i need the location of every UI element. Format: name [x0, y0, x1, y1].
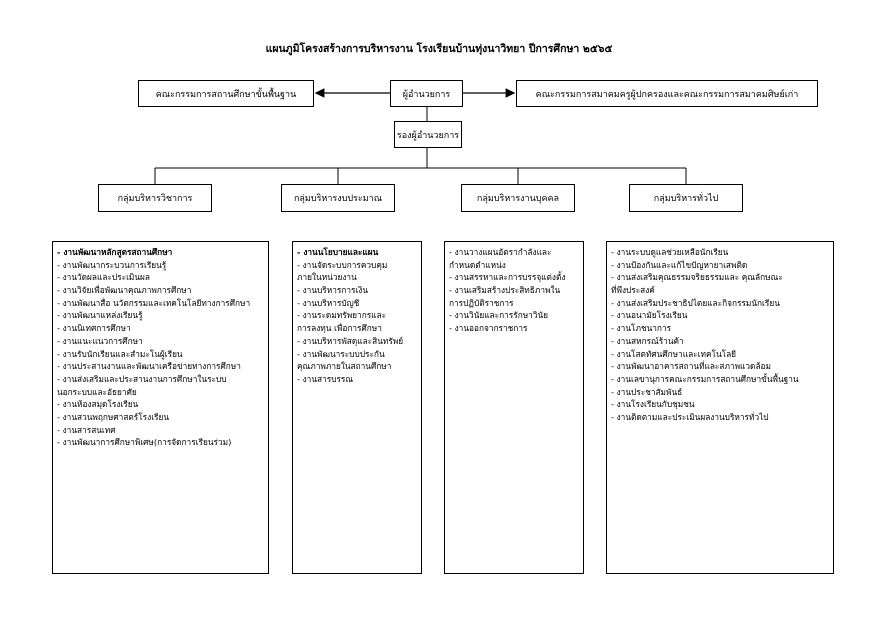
- list-item: - งานเสริมสร้างประสิทธิภาพใน: [449, 285, 561, 296]
- list-item: - งานระดมทรัพยากรและ: [297, 310, 387, 321]
- group-box-academic: กลุ่มบริหารวิชาการ: [98, 184, 212, 212]
- list-item: - งานบริหารการเงิน: [297, 285, 369, 296]
- list-item: - งานสารสนเทศ: [57, 424, 116, 435]
- list-item: - งานบริหารบัญชี: [297, 297, 360, 308]
- list-item: - งานส่งเสริมและประสานงานการศึกษาในระบบ: [57, 373, 227, 384]
- chart-title: แผนภูมิโครงสร้างการบริหารงาน โรงเรียนบ้า…: [265, 43, 613, 55]
- list-item: - งานติดตามและประเมินผลงานบริหารทั่วไป: [611, 411, 769, 422]
- list-item: - งานสารบรรณ: [297, 373, 354, 384]
- list-item: - งานอนามัยโรงเรียน: [611, 310, 688, 321]
- list-item: - งานวางแผนอัตรากำลังและ: [449, 247, 552, 257]
- list-item: - งานพัฒนากระบวนการเรียนรู้: [57, 259, 167, 270]
- list-item: - งานส่งเสริมประชาธิปไตยและกิจกรรมนักเรี…: [611, 297, 780, 308]
- parents-alumni-box: คณะกรรมการสมาคมครูผู้ปกครองและคณะกรรมการ…: [516, 80, 818, 107]
- list-item: - งานพัฒนาการศึกษาพิเศษ(การจัดการเรียนร่…: [57, 437, 232, 448]
- list-item: - งานพัฒนาอาคารสถานที่และสภาพแวดล้อม: [611, 361, 771, 372]
- list-item: - งานรับนักเรียนและสำมะโนผู้เรียน: [57, 348, 183, 359]
- list-item: - งานบริหารพัสดุและสินทรัพย์: [297, 335, 404, 346]
- deputy-box: รองผู้อำนวยการ: [394, 121, 462, 148]
- school-board-label: คณะกรรมการสถานศึกษาขั้นพื้นฐาน: [155, 89, 297, 100]
- list-item: - งานส่งเสริมคุณธรรมจริยธรรมและ คุณลักษณ…: [611, 272, 783, 283]
- list-item: - งานนโยบายและแผน: [297, 247, 379, 257]
- list-item: กำหนดตำแหน่ง: [449, 259, 506, 270]
- group-label: กลุ่มบริหารวิชาการ: [117, 194, 193, 204]
- list-item: - งานออกจากราชการ: [449, 323, 528, 334]
- list-item: - งานโรงเรียนกับชุมชน: [611, 399, 695, 410]
- list-item: - งานนิเทศการศึกษา: [57, 323, 131, 334]
- list-item: - งานป้องกันและแก้ไขปัญหายาเสพติด: [611, 259, 748, 270]
- list-item: - งานประชาสัมพันธ์: [611, 386, 683, 397]
- list-item: - งานวิจัยเพื่อพัฒนาคุณภาพการศึกษา: [57, 285, 192, 296]
- task-list-academic: - งานพัฒนาหลักสูตรสถานศึกษา - งานพัฒนากร…: [52, 241, 269, 574]
- list-item: - งานห้องสมุดโรงเรียน: [57, 399, 139, 410]
- group-label: กลุ่มบริหารทั่วไป: [653, 194, 719, 204]
- list-item: - งานโภชนาการ: [611, 323, 672, 334]
- list-item: - งานโสตทัศนศึกษาและเทคโนโลยี: [611, 348, 737, 359]
- school-board-box: คณะกรรมการสถานศึกษาขั้นพื้นฐาน: [138, 80, 314, 107]
- list-item: - งานแนะแนวการศึกษา: [57, 335, 143, 346]
- list-item: - งานพัฒนาสื่อ นวัตกรรมและเทคโนโลยีทางกา…: [57, 297, 251, 308]
- list-item: - งานพัฒนาหลักสูตรสถานศึกษา: [57, 247, 173, 257]
- list-item: - งานวินัยและการรักษาวินัย: [449, 310, 549, 321]
- group-label: กลุ่มบริหารงานบุคคล: [476, 194, 560, 204]
- list-item: ภายในหน่วยงาน: [297, 272, 357, 283]
- parents-alumni-label: คณะกรรมการสมาคมครูผู้ปกครองและคณะกรรมการ…: [535, 89, 799, 100]
- list-item: นอกระบบและอัธยาศัย: [57, 386, 137, 397]
- list-item: - งานสวนพฤกษศาสตร์โรงเรียน: [57, 411, 170, 422]
- list-item: ที่พึงประสงค์: [611, 285, 655, 296]
- task-list-general: - งานระบบดูแลช่วยเหลือนักเรียน - งานป้อง…: [606, 241, 834, 574]
- list-item: การปฏิบัติราชการ: [449, 297, 514, 308]
- director-box: ผู้อำนวยการ: [390, 80, 463, 107]
- list-item: - งานจัดระบบการควบคุม: [297, 259, 388, 270]
- group-label: กลุ่มบริหารงบประมาณ: [293, 194, 383, 204]
- list-item: - งานเลขานุการคณะกรรมการสถานศึกษาขั้นพื้…: [611, 373, 799, 384]
- list-item: - งานวัดผลและประเมินผล: [57, 272, 150, 283]
- deputy-label: รองผู้อำนวยการ: [396, 130, 460, 141]
- group-box-budget: กลุ่มบริหารงบประมาณ: [281, 184, 395, 212]
- list-item: การลงทุน เพื่อการศึกษา: [297, 323, 382, 334]
- task-list-personnel: - งานวางแผนอัตรากำลังและ กำหนดตำแหน่ง - …: [444, 241, 584, 574]
- group-box-personnel: กลุ่มบริหารงานบุคคล: [461, 184, 575, 212]
- group-box-general: กลุ่มบริหารทั่วไป: [629, 184, 743, 212]
- list-item: - งานพัฒนาแหล่งเรียนรู้: [57, 310, 143, 321]
- list-item: - งานระบบดูแลช่วยเหลือนักเรียน: [611, 247, 729, 257]
- list-item: - งานสหกรณ์ร้านค้า: [611, 335, 684, 346]
- list-item: - งานพัฒนาระบบประกัน: [297, 348, 385, 359]
- list-item: คุณภาพภายในสถานศึกษา: [297, 361, 392, 372]
- director-label: ผู้อำนวยการ: [402, 89, 451, 100]
- task-list-budget: - งานนโยบายและแผน - งานจัดระบบการควบคุม …: [292, 241, 422, 574]
- list-item: - งานสรรหาและการบรรจุแต่งตั้ง: [449, 272, 566, 283]
- list-item: - งานประสานงานและพัฒนาเครือข่ายทางการศึก…: [57, 361, 241, 372]
